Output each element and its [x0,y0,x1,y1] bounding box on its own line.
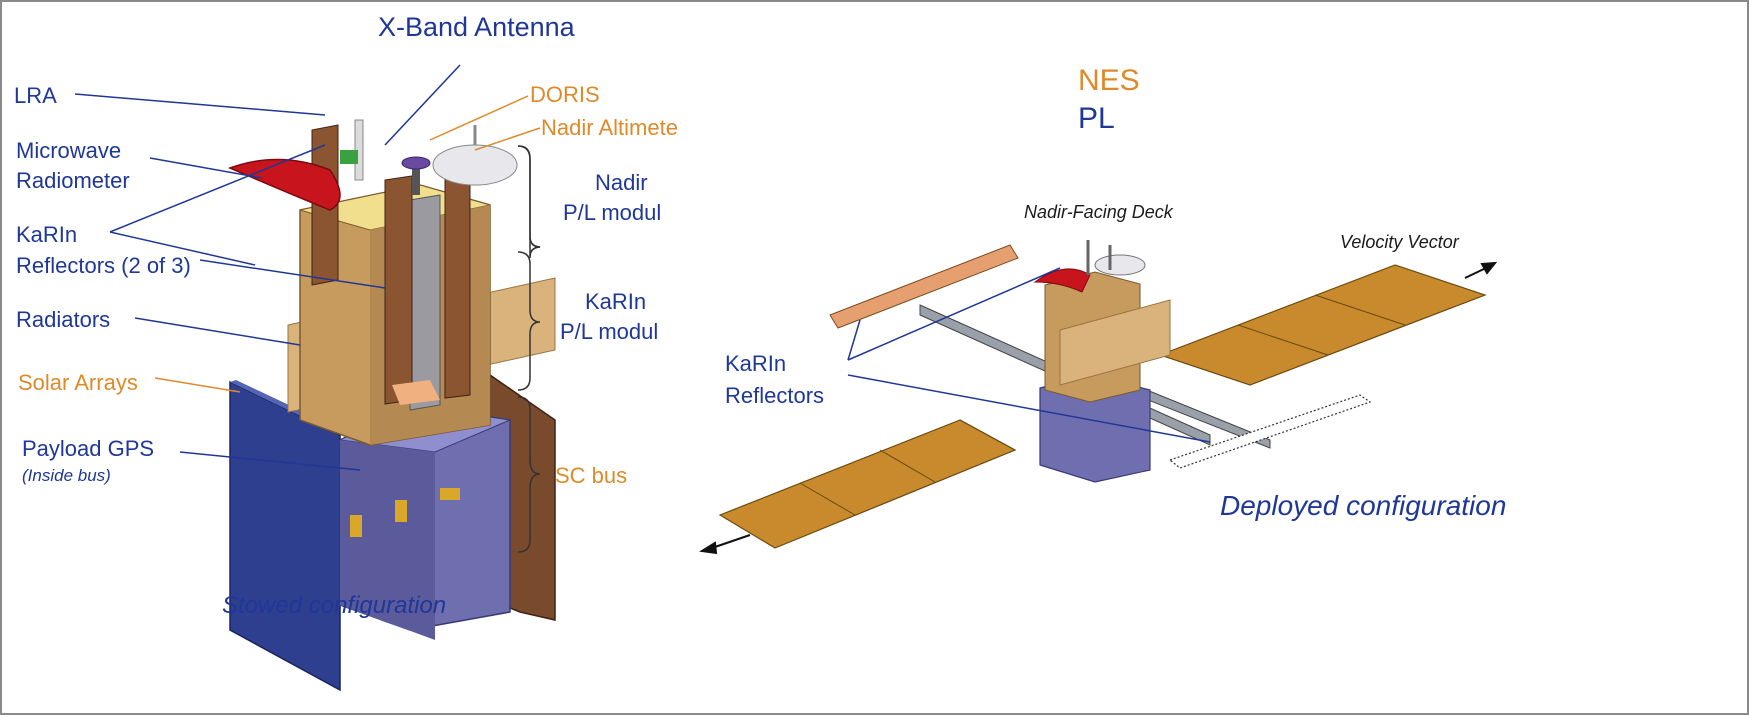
deployed-karin-line2: Reflectors [725,383,825,408]
deployed-reflector-right [1168,394,1372,469]
deployed-solar-right [1158,264,1487,386]
deployed-leader-lines [847,267,1211,443]
deployed-radiator [1059,299,1171,386]
velocity-arrows [699,261,1498,555]
stowed-green-horn [340,150,358,164]
bracket-karin [517,251,541,391]
bracket-nadir [517,145,541,259]
lra-label: LRA [14,83,57,108]
nadir-altimeter-label: Nadir Altimete [541,115,678,140]
karin-label-line1: KaRIn [16,222,78,247]
deployed-reflector-left [829,244,1019,329]
velocity-vector-label: Velocity Vector [1340,232,1459,252]
pl-fragment: PL [1078,102,1115,135]
stowed-gps-unit-3 [440,488,460,500]
stowed-radiometer-reflector [227,158,341,211]
stowed-mast [409,194,441,411]
stowed-leader-lines [74,64,461,471]
deployed-radiometer [1033,268,1091,293]
stowed-orange-leader-lines [154,95,541,393]
sc-bus-label: SC bus [555,463,628,488]
stowed-caption: Stowed configuration [222,592,447,619]
cnes-fragment: NES [1078,64,1140,97]
inside-bus-label: (Inside bus) [22,466,111,485]
stowed-bus-pad [392,380,440,405]
deployed-altimeter [1094,254,1146,276]
deployed-karin-line1: KaRIn [725,351,787,376]
nadir-module-line1: Nadir [595,170,648,195]
deployed-solar-left [718,419,1017,549]
deployed-caption: Deployed configuration [1220,490,1507,521]
stowed-altimeter-dish [432,144,518,186]
bracket-sc-bus [517,396,541,553]
stowed-bus-front [340,440,435,640]
payload-gps-label: Payload GPS [22,436,155,461]
karin-module-line2: P/L modul [560,319,659,344]
nadir-module-line2: P/L modul [563,200,662,225]
microwave-label-line1: Microwave [16,138,122,163]
stowed-reflector-panel-1 [384,175,413,405]
karin-module-line1: KaRIn [585,289,647,314]
microwave-label-line2: Radiometer [16,168,130,193]
deployed-spacecraft [718,240,1487,549]
radiators-label: Radiators [16,307,111,332]
stowed-gps-unit-2 [395,500,407,522]
nadir-facing-deck-label: Nadir-Facing Deck [1024,202,1173,222]
stowed-gps-unit-1 [350,515,362,537]
stowed-reflector-panel-2 [444,171,471,399]
doris-label: DORIS [530,82,600,107]
karin-label-line2: Reflectors (2 of 3) [16,253,191,278]
stowed-xband-post [412,165,420,195]
module-brackets [517,145,541,553]
stowed-xband-dish [401,156,431,170]
solar-arrays-label: Solar Arrays [18,370,138,395]
xband-antenna-label: X-Band Antenna [378,12,575,42]
